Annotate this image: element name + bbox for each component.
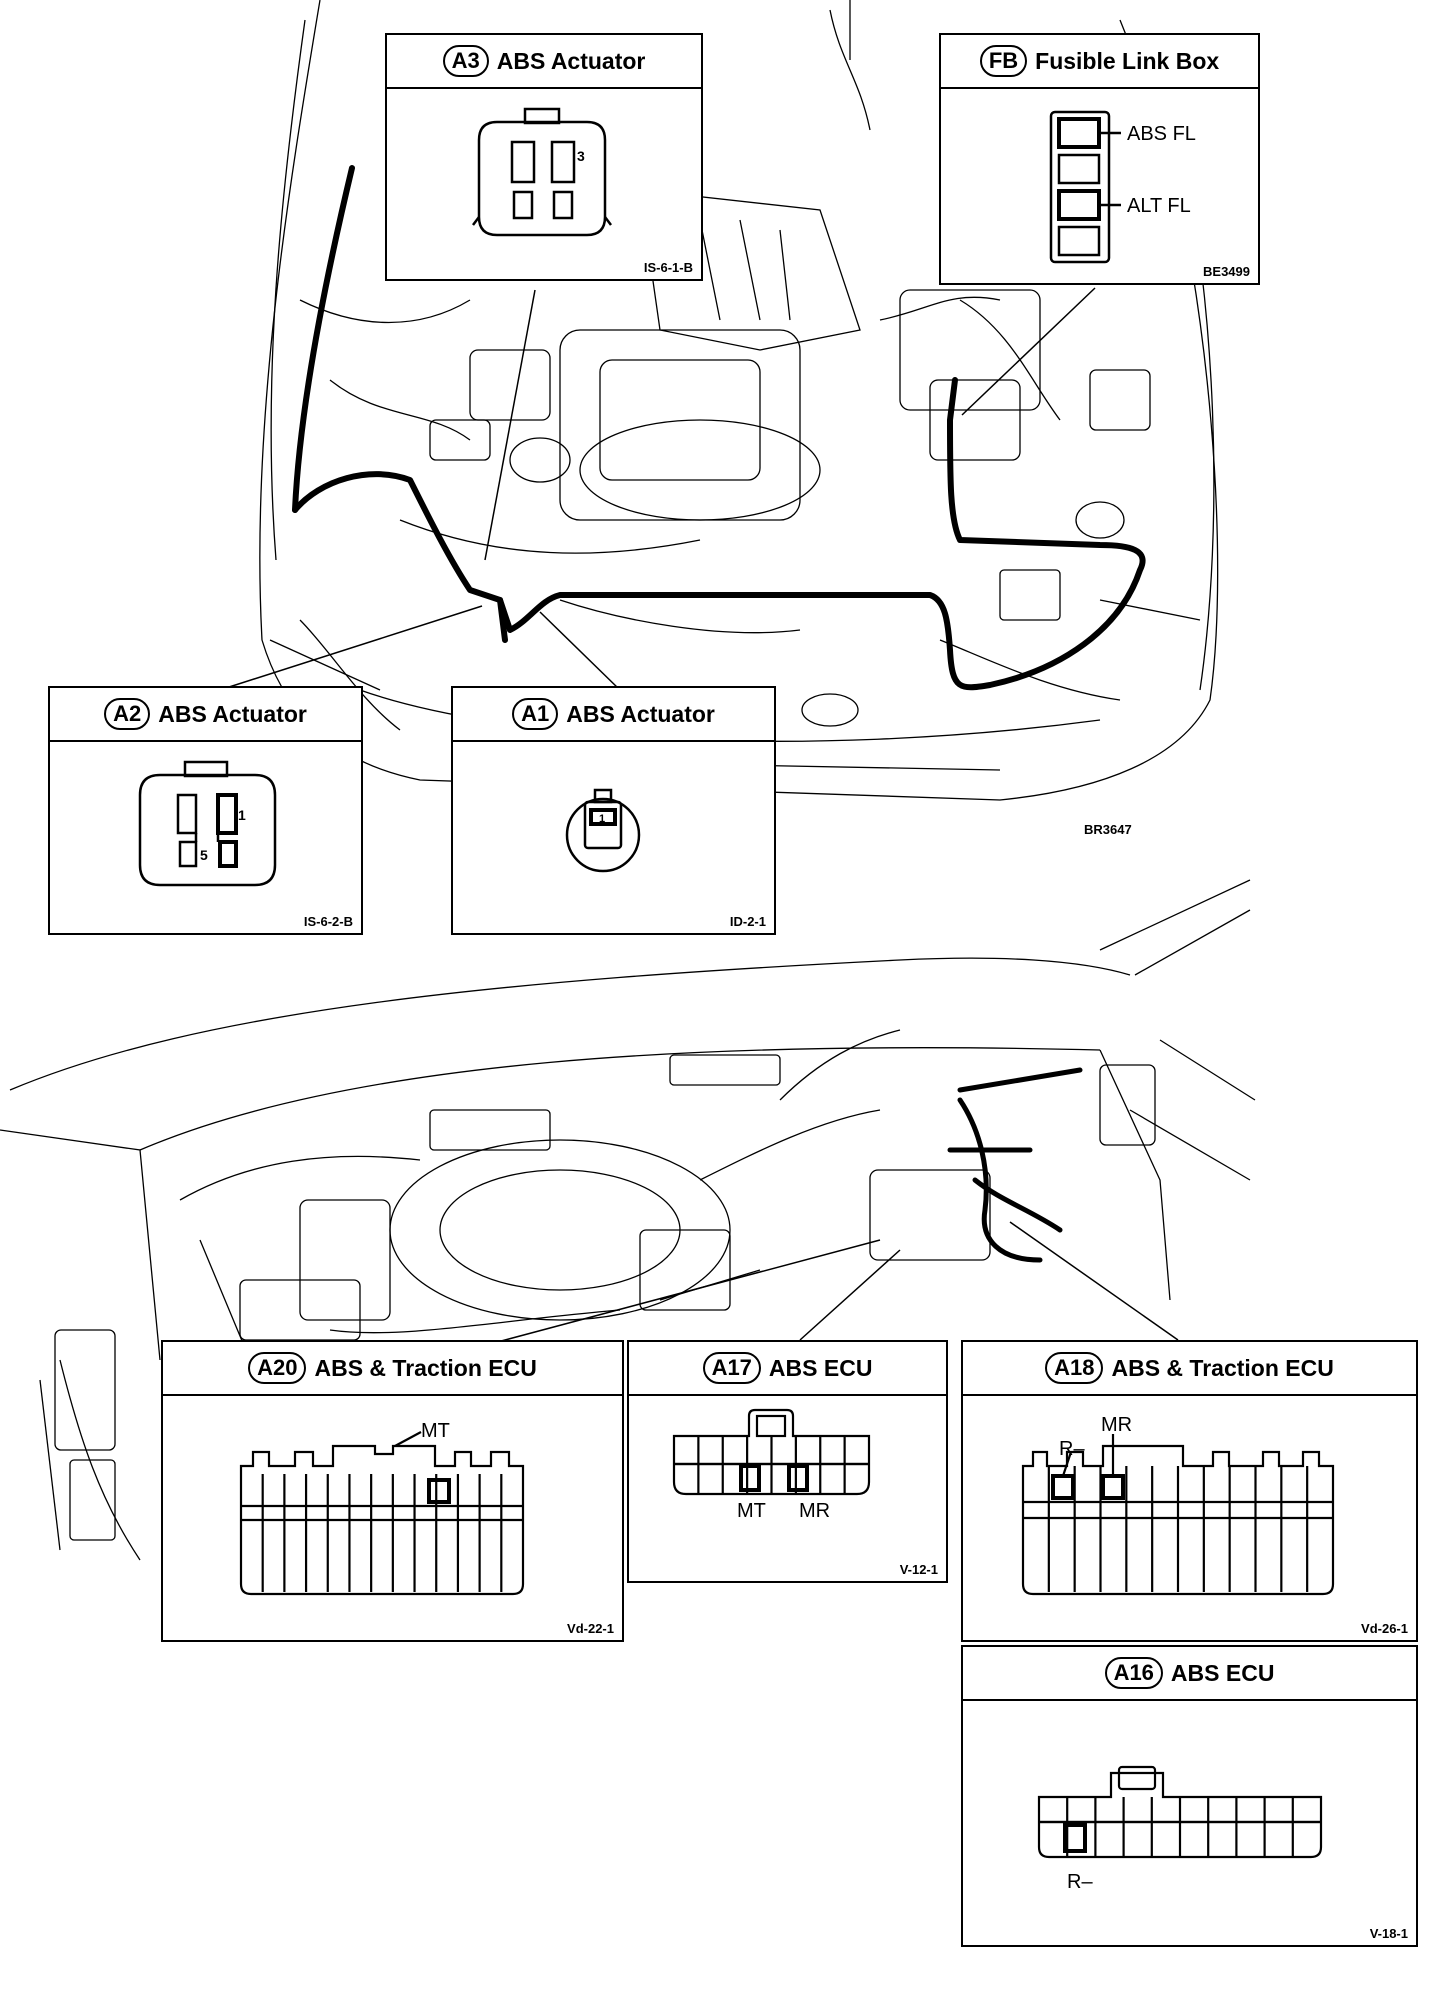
connector-box-a2: A2 ABS Actuator 1 5 IS-6-2-B — [48, 686, 363, 935]
connector-title: ABS ECU — [768, 1354, 873, 1381]
fuse-label: ABS FL — [1127, 123, 1196, 145]
ref-code: Vd-26-1 — [1361, 1621, 1408, 1636]
box-header: A1 ABS Actuator — [453, 688, 774, 742]
ref-code: IS-6-2-B — [303, 914, 353, 929]
connector-title: ABS ECU — [1170, 1659, 1275, 1686]
connector-a20-drawing — [239, 1431, 525, 1596]
connector-badge: A1 — [512, 698, 559, 730]
box-header: A3 ABS Actuator — [387, 35, 701, 89]
connector-title: Fusible Link Box — [1035, 47, 1220, 74]
connector-box-a1: A1 ABS Actuator 1 ID-2-1 — [451, 686, 776, 935]
connector-a17-drawing — [672, 1408, 871, 1496]
connector-a18-drawing — [1021, 1434, 1335, 1596]
connector-badge: A3 — [442, 45, 489, 77]
ref-code: ID-2-1 — [729, 914, 766, 929]
pin-label: 3 — [577, 148, 585, 164]
connector-badge: A16 — [1104, 1657, 1163, 1689]
connector-title: ABS & Traction ECU — [314, 1354, 537, 1381]
connector-a2-drawing: 1 5 — [138, 760, 277, 887]
fuse-label: ALT FL — [1127, 195, 1191, 217]
ref-code: Vd-22-1 — [567, 1621, 614, 1636]
connector-box-a17: A17 ABS ECU MT MR V-12-1 — [627, 1340, 948, 1583]
ref-code: BE3499 — [1203, 264, 1250, 279]
connector-a3-drawing: 3 — [472, 107, 612, 237]
pin-label: MR — [1101, 1414, 1133, 1436]
connector-box-a3: A3 ABS Actuator 3 IS-6-1-B — [385, 33, 703, 281]
pin-label: MR — [799, 1500, 831, 1522]
connector-badge: A17 — [702, 1352, 761, 1384]
connector-title: ABS Actuator — [566, 700, 715, 727]
connector-box-fb: FB Fusible Link Box ABS FL ALT FL BE3499 — [939, 33, 1260, 285]
connector-badge: A18 — [1045, 1352, 1104, 1384]
pin-label: 1 — [599, 813, 605, 825]
connector-badge: A20 — [248, 1352, 307, 1384]
pin-label: MT — [737, 1500, 766, 1522]
connector-box-a16: A16 ABS ECU R– V-18-1 — [961, 1645, 1418, 1947]
connector-a16-drawing — [1037, 1765, 1323, 1859]
connector-badge: A2 — [104, 698, 151, 730]
box-header: FB Fusible Link Box — [941, 35, 1258, 89]
ref-code: V-18-1 — [1369, 1926, 1408, 1941]
ref-code: V-12-1 — [899, 1562, 938, 1577]
connector-a1-drawing: 1 — [565, 788, 641, 873]
connector-badge: FB — [979, 45, 1028, 77]
pin-label: MT — [421, 1420, 450, 1442]
box-header: A2 ABS Actuator — [50, 688, 361, 742]
pin-label: 1 — [238, 807, 246, 823]
figure-code: BR3647 — [1084, 822, 1132, 837]
fusible-link-drawing — [1049, 110, 1121, 264]
box-header: A18 ABS & Traction ECU — [963, 1342, 1416, 1396]
ref-code: IS-6-1-B — [643, 260, 693, 275]
pin-label: 5 — [200, 847, 208, 863]
pin-label: R– — [1059, 1438, 1085, 1460]
connector-title: ABS Actuator — [158, 700, 307, 727]
connector-box-a20: A20 ABS & Traction ECU MT Vd-22-1 — [161, 1340, 624, 1642]
pin-label: R– — [1067, 1871, 1093, 1893]
connector-title: ABS Actuator — [496, 47, 646, 74]
connector-title: ABS & Traction ECU — [1111, 1354, 1334, 1381]
box-header: A16 ABS ECU — [963, 1647, 1416, 1701]
connector-box-a18: A18 ABS & Traction ECU MR R– Vd-26-1 — [961, 1340, 1418, 1642]
box-header: A20 ABS & Traction ECU — [163, 1342, 622, 1396]
box-header: A17 ABS ECU — [629, 1342, 946, 1396]
